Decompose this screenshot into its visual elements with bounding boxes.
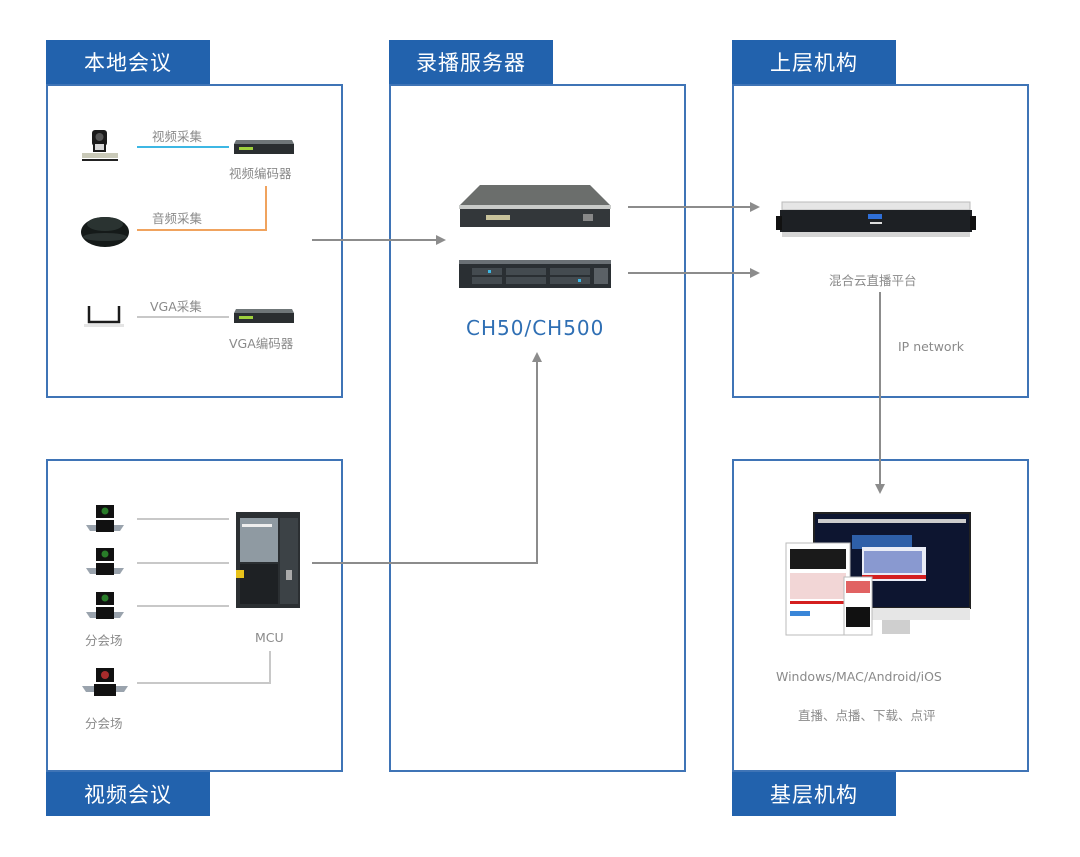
mcu-to-server-arrow [312, 352, 542, 564]
mcu-chassis-icon [236, 512, 300, 608]
recording-server-tab: 录播服务器 [389, 40, 553, 84]
branch-line-4 [137, 651, 271, 684]
client-functions-label: 直播、点播、下载、点评 [798, 708, 936, 723]
audio-conference-phone-icon [81, 217, 129, 247]
branch-camera-icon-3 [86, 592, 124, 619]
video-encoder-icon [234, 140, 294, 154]
ip-network-label: IP network [898, 339, 964, 354]
local-meeting-tab: 本地会议 [46, 40, 210, 84]
vga-display-icon [84, 306, 124, 327]
multi-device-screens-icon [785, 512, 971, 636]
video-capture-label: 视频采集 [152, 129, 203, 144]
branch-camera-icon-1 [86, 505, 124, 532]
upper-org-tab: 上层机构 [732, 40, 896, 84]
vga-capture-label: VGA采集 [150, 299, 202, 314]
cloud-platform-label: 混合云直播平台 [829, 273, 917, 288]
cloud-platform-server-icon [776, 201, 976, 237]
mcu-label: MCU [255, 630, 284, 645]
ptz-camera-icon [82, 130, 118, 161]
client-platforms-label: Windows/MAC/Android/iOS [776, 669, 942, 684]
branch-camera-icon-2 [86, 548, 124, 575]
branch-camera-icon-4 [82, 668, 128, 696]
video-conference-tab: 视频会议 [46, 772, 210, 816]
grassroots-org-tab: 基层机构 [732, 772, 896, 816]
audio-capture-label: 音频采集 [152, 211, 203, 226]
recording-server-1u-icon [459, 185, 611, 227]
recording-server-2u-icon [459, 260, 611, 288]
branch-label-1: 分会场 [85, 633, 123, 648]
vga-encoder-icon [234, 309, 294, 323]
branch-label-2: 分会场 [85, 716, 123, 731]
server-model-label: CH50/CH500 [466, 316, 605, 340]
video-encoder-label: 视频编码器 [229, 166, 292, 181]
audio-capture-line [137, 186, 267, 231]
vga-encoder-label: VGA编码器 [229, 336, 294, 351]
